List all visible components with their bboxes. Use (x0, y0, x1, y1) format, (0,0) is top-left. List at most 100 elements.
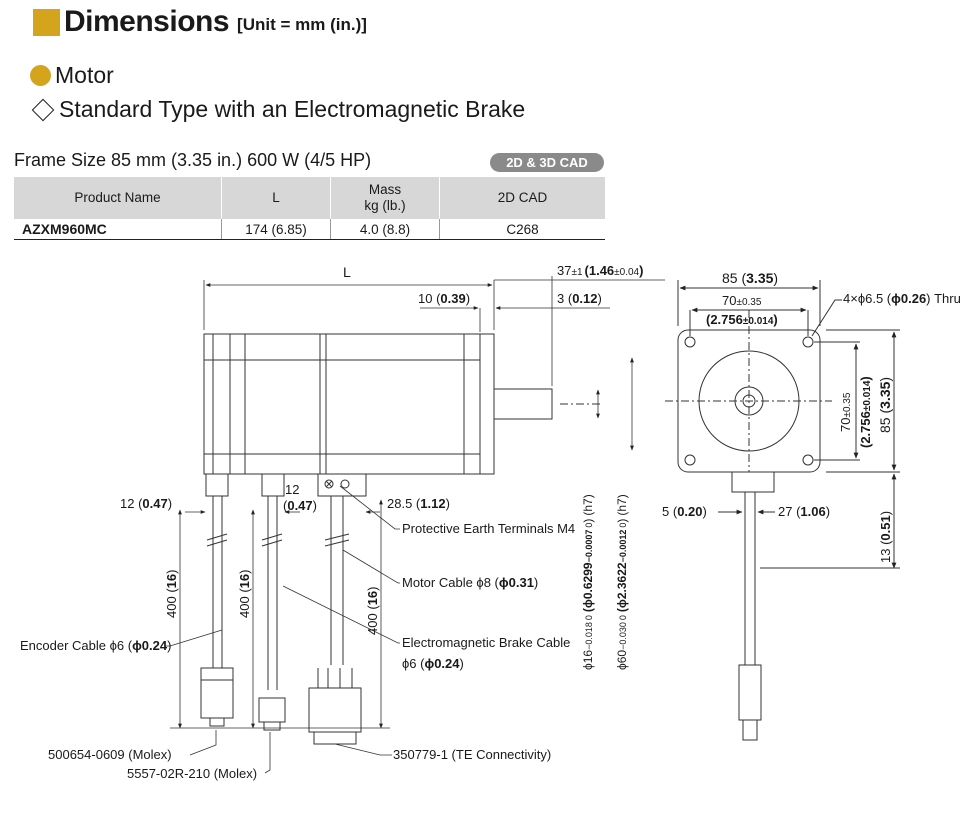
len400-b: 400 (237, 596, 252, 618)
holes-in: ϕ0.26 (891, 291, 926, 306)
d85v-value: 85 (877, 417, 893, 433)
pilot60-in-tol0: 0 (618, 523, 628, 528)
len400-a-in: 16 (164, 574, 179, 588)
label-12a: 12 (0.47) (120, 496, 172, 511)
unit-note: [Unit = mm (in.)] (237, 15, 367, 34)
len400-b-in: 16 (237, 574, 252, 588)
d27-value: 27 (778, 504, 792, 519)
header-mass-label: Mass (368, 182, 402, 197)
d5-in: 0.20 (677, 504, 702, 519)
mount-hole (802, 336, 814, 348)
cell-l: 174 (6.85) (221, 219, 331, 240)
dimension-lines (165, 276, 665, 774)
d37-in: (1.46 (585, 263, 615, 278)
flange (479, 333, 495, 475)
dimension-drawing: L 37±1(1.46±0.04) 10 (0.39) 3 (0.12) 12 … (20, 263, 961, 781)
d70-tol: ±0.35 (736, 297, 761, 308)
label-12b-in: (0.47) (283, 498, 317, 513)
label-conn-2: 5557-02R-210 (Molex) (127, 766, 257, 781)
section-motor: Motor (30, 62, 114, 89)
d70-close: ) (773, 312, 777, 327)
pilot60-tol0: 0 (618, 615, 628, 620)
d85-value: 85 (722, 270, 738, 286)
d28-value: 28.5 (387, 496, 412, 511)
page-header: Dimensions [Unit = mm (in.)] (33, 4, 367, 40)
header-product-name: Product Name (14, 177, 222, 219)
label-conn-3: 350779-1 (TE Connectivity) (393, 747, 551, 762)
section-motor-label: Motor (55, 62, 114, 88)
label-motor-cable: Motor Cable ϕ8 (ϕ0.31) (402, 575, 538, 590)
label-85: 85 (3.35) (722, 270, 778, 286)
d85v-in: 3.35 (877, 381, 893, 408)
enc-cable-close: ) (167, 638, 171, 653)
motor-cable-in: ϕ0.31 (499, 575, 534, 590)
d10-in: 0.39 (440, 291, 465, 306)
d5-value: 5 (662, 504, 669, 519)
d85-in: 3.35 (746, 270, 773, 286)
label-12b: 12 (285, 482, 299, 497)
frame-caption: Frame Size 85 mm (3.35 in.) 600 W (4/5 H… (14, 150, 372, 170)
encoder-connector (200, 667, 234, 719)
d37-in-tol: ±0.04 (614, 267, 639, 278)
header-l: L (221, 177, 331, 219)
label-85-vertical: 85 (3.35) (877, 377, 893, 433)
mount-hole (684, 454, 696, 466)
shaft (493, 388, 553, 420)
motor-cable-text: Motor Cable ϕ8 ( (402, 575, 500, 590)
len400-c: 400 (365, 613, 380, 635)
pilot60-h7: (h7) (615, 494, 629, 515)
label-27: 27 (1.06) (778, 504, 830, 519)
label-3: 3 (0.12) (557, 291, 602, 306)
label-37: 37±1(1.46±0.04) (557, 263, 643, 278)
d3-value: 3 (557, 291, 564, 306)
d27-in: 1.06 (800, 504, 825, 519)
label-13: 13 (0.51) (878, 511, 893, 563)
label-28: 28.5 (1.12) (387, 496, 450, 511)
label-70: 70±0.35 (722, 293, 762, 308)
d28-in: 1.12 (420, 496, 445, 511)
diamond-icon (31, 98, 55, 121)
shaft16-tol0: 0 (584, 615, 594, 620)
label-5: 5 (0.20) (662, 504, 707, 519)
label-conn-1: 500654-0609 (Molex) (48, 747, 172, 762)
d13-value: 13 (878, 549, 893, 563)
d10-value: 10 (418, 291, 432, 306)
d37-value: 37 (557, 263, 571, 278)
d37-tol: ±1 (571, 267, 582, 278)
d70-in: (2.756 (706, 312, 743, 327)
label-brake-cable-2: ϕ6 (ϕ0.24) (402, 656, 464, 671)
d70v-tol: ±0.35 (842, 392, 853, 417)
pilot60-in: (ϕ2.3622 (615, 562, 629, 612)
section-type: Standard Type with an Electromagnetic Br… (30, 96, 525, 123)
motor-body (203, 333, 481, 475)
mount-hole (802, 454, 814, 466)
brake-cable2-in: ϕ0.24 (424, 656, 460, 671)
cell-cad[interactable]: C268 (439, 219, 605, 240)
d70v-in-tol: ±0.014 (862, 380, 873, 411)
d13-in: 0.51 (878, 515, 893, 540)
label-70-vertical: 70±0.35 (838, 392, 853, 432)
label-400-b: 400 (16) (237, 570, 252, 618)
shaft16-in-tol: −0.0007 (584, 530, 594, 563)
motor-cable-close: ) (534, 575, 538, 590)
d3-in: 0.12 (572, 291, 597, 306)
shaft16-close: ) (581, 519, 595, 523)
pilot60-value: ϕ60 (615, 650, 629, 670)
page-title: Dimensions (64, 5, 230, 38)
bullet-circle-icon (30, 65, 51, 86)
header-mass-unit: kg (lb.) (364, 198, 406, 213)
front-view (665, 280, 900, 741)
enc-cable-text: Encoder Cable ϕ6 ( (20, 638, 133, 653)
shaft16-in: (ϕ0.6299 (581, 562, 595, 612)
cell-mass: 4.0 (8.8) (330, 219, 440, 240)
cad-badge[interactable]: 2D & 3D CAD (490, 153, 604, 172)
pilot60-in-tol: −0.0012 (618, 530, 628, 563)
label-400-a: 400 (16) (164, 570, 179, 618)
d12b-in: 0.47 (287, 498, 312, 513)
shaft16-h7: (h7) (581, 494, 595, 515)
d70v-in: (2.756 (858, 411, 873, 448)
motor-connector (308, 687, 362, 733)
label-70-vertical-in: (2.756±0.014) (858, 376, 873, 448)
